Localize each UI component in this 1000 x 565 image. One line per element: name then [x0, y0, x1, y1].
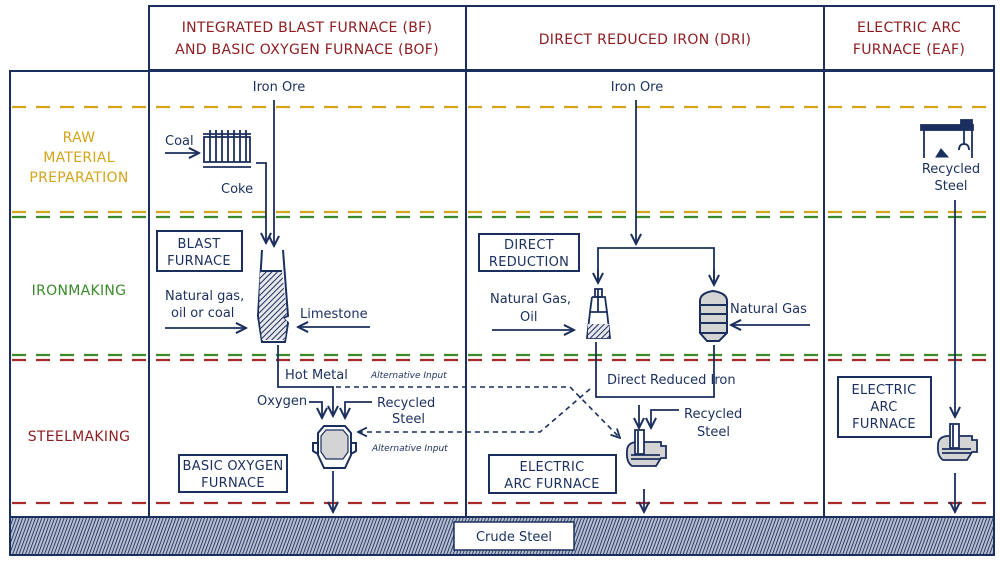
- stage-steelmaking: STEELMAKING: [28, 429, 131, 445]
- bf-coke-label: Coke: [221, 182, 253, 197]
- eaf-box: [837, 376, 932, 438]
- dri-recycled-line2: Steel: [697, 425, 730, 440]
- bf-limestone-label: Limestone: [300, 307, 368, 322]
- column-headers: INTEGRATED BLAST FURNACE (BF) AND BASIC …: [148, 5, 995, 71]
- dri-output-line: [595, 342, 715, 398]
- bf-hot-metal-label: Hot Metal: [285, 368, 348, 383]
- dri-eaf-line2: ARC FURNACE: [504, 477, 600, 492]
- header-eaf: [823, 5, 995, 71]
- stage-labels: RAW MATERIAL PREPARATION IRONMAKING STEE…: [28, 130, 131, 445]
- bf-oxygen-arrow: [309, 401, 322, 418]
- bf-recycled-line1: Recycled: [377, 396, 435, 411]
- bf-coal-label: Coal: [165, 134, 194, 149]
- stage-ironmaking: IRONMAKING: [32, 283, 127, 299]
- eaf-icon: [936, 423, 978, 461]
- stage-raw-line3: PREPARATION: [29, 170, 128, 186]
- header-eaf-line1: ELECTRIC ARC: [857, 20, 961, 36]
- eaf-recycled-line2: Steel: [935, 179, 968, 194]
- dri-fuel-line2: Oil: [520, 310, 537, 325]
- dri-to-bof-dashed-arrow: [358, 388, 591, 432]
- eaf-box-line3: FURNACE: [852, 417, 916, 432]
- dri-split-line: [597, 247, 715, 283]
- hot-metal-to-eaf-dashed-arrow: [336, 386, 620, 438]
- crude-steel-label: Crude Steel: [476, 530, 552, 545]
- dri-recycled-line1: Recycled: [684, 407, 742, 422]
- blast-furnace-line1: BLAST: [177, 237, 220, 252]
- blast-furnace-line2: FURNACE: [167, 254, 231, 269]
- dri-shaft-furnace-icon: [585, 288, 612, 339]
- bf-oxygen-label: Oxygen: [257, 394, 307, 409]
- header-bf-line2: AND BASIC OXYGEN FURNACE (BOF): [175, 42, 439, 58]
- dri-output-label: Direct Reduced Iron: [607, 373, 736, 388]
- bf-fuel-line2: oil or coal: [171, 306, 234, 321]
- direct-reduction-line2: REDUCTION: [489, 255, 569, 270]
- stage-raw-line2: MATERIAL: [43, 150, 115, 166]
- header-dri-title: DIRECT REDUCED IRON (DRI): [539, 32, 752, 48]
- crude-steel-box: [453, 521, 575, 551]
- blast-furnace-icon: [256, 249, 290, 343]
- dri-iron-ore-label: Iron Ore: [611, 80, 664, 95]
- direct-reduction-line1: DIRECT: [504, 238, 554, 253]
- bof-line2: FURNACE: [201, 476, 265, 491]
- bof-box: [178, 454, 288, 493]
- dri-eaf-icon: [625, 429, 667, 467]
- eaf-box-line1: ELECTRIC: [851, 383, 916, 398]
- dri-fuel-line1: Natural Gas,: [490, 292, 571, 307]
- bf-recycled-line2: Steel: [392, 412, 425, 427]
- stage-raw-line1: RAW: [63, 130, 96, 146]
- eaf-flow: Recycled Steel ELECTRIC ARC FURNACE: [837, 119, 980, 512]
- bf-alt-input-bottom: Alternative Input: [371, 444, 448, 454]
- header-eaf-line2: FURNACE (EAF): [853, 42, 965, 58]
- bf-alt-input-top: Alternative Input: [370, 371, 447, 381]
- dri-reactor-icon: [699, 289, 728, 342]
- bf-fuel-line1: Natural gas,: [165, 289, 244, 304]
- alternative-input-lines: [336, 386, 620, 438]
- bof-line1: BASIC OXYGEN: [183, 459, 284, 474]
- blast-furnace-box: [156, 230, 243, 272]
- direct-reduction-box: [478, 233, 580, 272]
- crude-steel-bar: Crude Steel: [9, 516, 995, 556]
- header-bf-line1: INTEGRATED BLAST FURNACE (BF): [182, 20, 433, 36]
- bf-bof-flow: Iron Ore Coal Coke BLAST FURNACE Natural…: [156, 80, 448, 512]
- bf-hot-metal-arrow: [277, 345, 333, 416]
- bf-iron-ore-label: Iron Ore: [253, 80, 306, 95]
- dri-eaf-box: [488, 454, 617, 494]
- coke-oven-icon: [203, 130, 251, 168]
- dri-eaf-line1: ELECTRIC: [519, 460, 584, 475]
- bof-vessel-icon: [312, 425, 357, 469]
- header-bf-bof: [148, 5, 467, 71]
- eaf-box-line2: ARC: [870, 400, 897, 415]
- bf-recycled-arrow: [345, 401, 372, 418]
- dri-flow: Iron Ore DIRECT REDUCTION Natural Gas, O…: [478, 80, 810, 512]
- stage-dividers: [12, 105, 992, 505]
- dri-recycled-arrow: [651, 409, 679, 428]
- scrap-crane-icon: [920, 119, 974, 158]
- eaf-recycled-line1: Recycled: [922, 162, 980, 177]
- dri-natural-gas-label: Natural Gas: [730, 302, 807, 317]
- bf-coke-arrow: [256, 162, 266, 243]
